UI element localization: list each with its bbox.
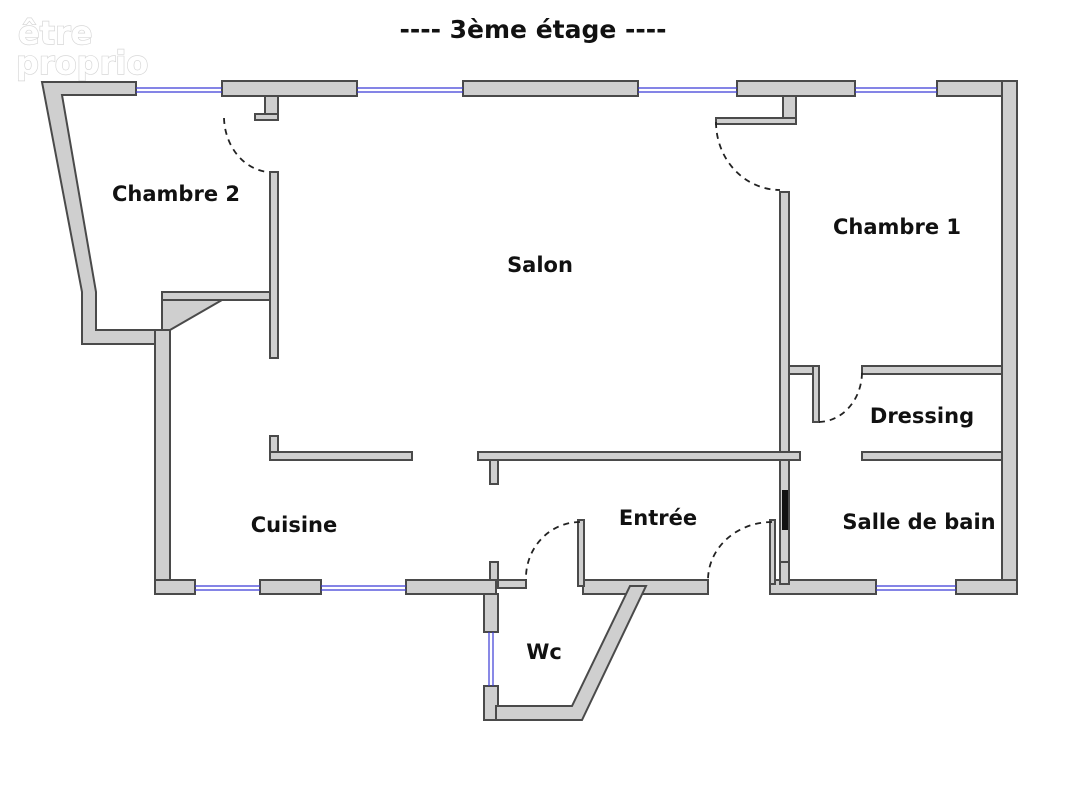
wall-top-2 <box>462 80 639 97</box>
wall-dressing-jamb <box>812 365 820 423</box>
window-bottom-2 <box>321 585 406 591</box>
wall-wc-top-stub <box>489 561 499 581</box>
door-swings <box>223 117 863 581</box>
door-entree <box>707 521 773 581</box>
label-dressing: Dressing <box>870 404 974 428</box>
wall-wc-left-upper <box>483 593 499 633</box>
wall-top-3 <box>736 80 856 97</box>
wall-ch2-bottom <box>161 291 271 301</box>
door-chambre-2 <box>223 117 269 173</box>
wall-bottom-3 <box>405 579 497 595</box>
wall-wc-slanted <box>495 585 648 721</box>
wall-ch1-dressing-right <box>861 365 1003 375</box>
label-entree: Entrée <box>619 506 697 530</box>
wall-bottom-1 <box>154 579 196 595</box>
label-chambre-2: Chambre 2 <box>112 182 240 206</box>
floor-title: ---- 3ème étage ---- <box>399 15 666 44</box>
wall-left-slanted <box>40 81 161 345</box>
wall-right <box>1001 80 1018 595</box>
window-bottom-1 <box>195 585 260 591</box>
label-salle-de-bain: Salle de bain <box>842 510 995 534</box>
window-top-3 <box>638 87 737 93</box>
closet-ch2 <box>161 299 226 331</box>
exterior-walls <box>40 80 1018 721</box>
window-wc <box>488 632 494 686</box>
wall-salon-entree-stub <box>489 459 499 485</box>
wall-bath-jamb-left <box>769 519 776 585</box>
label-wc: Wc <box>526 640 562 664</box>
interior-walls <box>161 95 1003 589</box>
wall-bath-jamb-right <box>779 561 790 585</box>
watermark-logo: être proprio <box>15 13 149 82</box>
wall-ch2-jamb-stub <box>254 113 279 121</box>
wall-top-1 <box>221 80 358 97</box>
wall-wc-entree <box>577 519 585 587</box>
windows <box>136 87 956 686</box>
door-wc <box>525 521 581 581</box>
wall-wc-left-lower <box>483 685 499 721</box>
window-bottom-3 <box>876 585 956 591</box>
wall-ch2-salon <box>269 171 279 359</box>
wall-left-lower <box>154 329 171 595</box>
label-cuisine: Cuisine <box>251 513 337 537</box>
logo-line-2: proprio <box>16 44 148 82</box>
room-labels: Chambre 2 Salon Chambre 1 Dressing Cuisi… <box>112 182 996 664</box>
wall-salon-entree <box>477 451 801 461</box>
window-top-1 <box>136 87 222 93</box>
door-dressing <box>818 371 863 423</box>
wall-ch1-jamb-stub <box>715 117 797 125</box>
door-chambre-1 <box>715 121 781 191</box>
logo-line-1: être <box>18 14 92 52</box>
window-top-4 <box>855 87 937 93</box>
wall-bottom-6 <box>955 579 1018 595</box>
wall-bottom-2 <box>259 579 322 595</box>
wall-salon-cuisine <box>269 451 413 461</box>
wall-dressing-bath <box>861 451 1003 461</box>
label-chambre-1: Chambre 1 <box>833 215 961 239</box>
wall-wc-door-jamb <box>497 579 527 589</box>
window-top-2 <box>357 87 463 93</box>
label-salon: Salon <box>507 253 573 277</box>
electrical-panel <box>782 490 788 530</box>
wall-bottom-5 <box>769 579 877 595</box>
